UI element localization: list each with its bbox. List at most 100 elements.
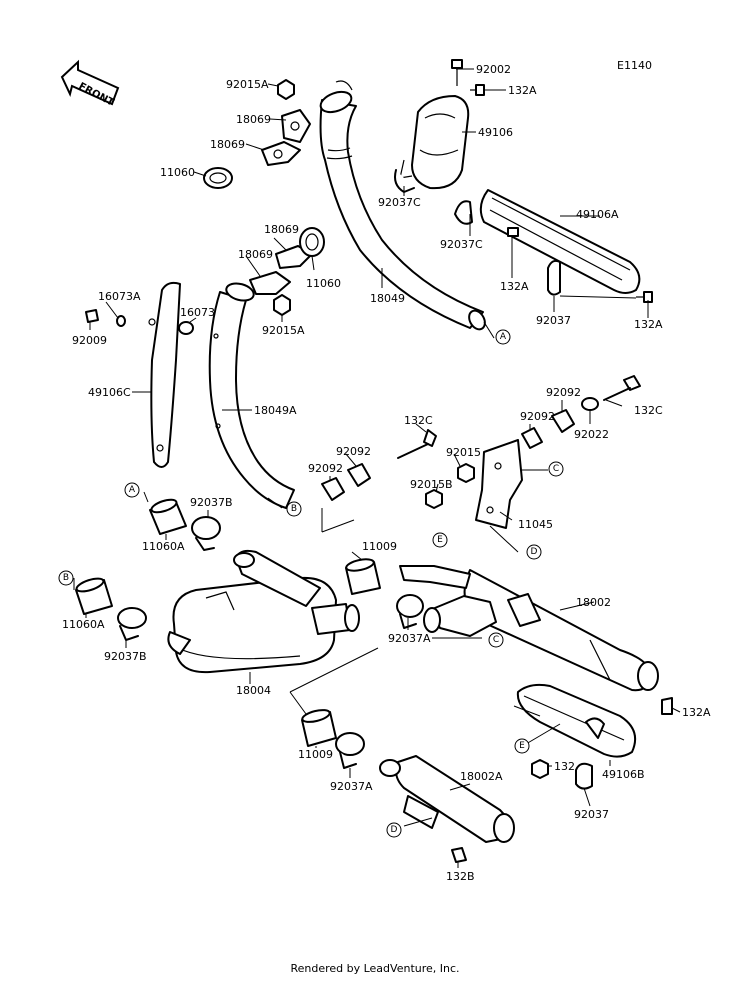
clamp-92037B-top: [191, 516, 221, 551]
nut-92015: [457, 463, 475, 483]
nut-132: [531, 759, 549, 779]
label-92092: 92092: [546, 386, 581, 399]
callout-C-bottom: C: [488, 632, 504, 648]
svg-text:C: C: [493, 635, 499, 645]
label-92015B: 92015B: [410, 478, 453, 491]
label-49106A: 49106A: [576, 208, 619, 221]
nut-92015A-top: [277, 79, 295, 100]
clamp-92037B-bottom: [117, 607, 147, 641]
label-92037: 92037: [574, 808, 609, 821]
bolt-92009: [85, 309, 99, 323]
gasket-11060-top: [203, 167, 233, 189]
flange-18069-d: [249, 271, 291, 295]
muffler-18002: [399, 565, 659, 692]
label-18069: 18069: [264, 223, 299, 236]
muffler-18002A: [379, 755, 515, 843]
label-92037: 92037: [536, 314, 571, 327]
bolt-132C-top: [603, 375, 641, 401]
svg-text:C: C: [553, 464, 559, 474]
svg-text:D: D: [531, 547, 538, 557]
part-labels: 92002 132A 49106 92037C 49106A 92037C 13…: [62, 63, 711, 883]
label-18002A: 18002A: [460, 770, 503, 783]
bolt-132C-mid: [397, 429, 437, 459]
label-92037C: 92037C: [440, 238, 483, 251]
label-18069: 18069: [210, 138, 245, 151]
sleeve-11060A-top: [149, 498, 187, 535]
label-49106B: 49106B: [602, 768, 645, 781]
bracket-11045: [475, 439, 523, 529]
callout-E-bottom: E: [514, 738, 530, 754]
label-16073: 16073: [180, 306, 215, 319]
washer-92022: [581, 397, 599, 411]
flange-18069-b: [261, 141, 301, 166]
label-132A: 132A: [508, 84, 537, 97]
label-11060: 11060: [160, 166, 195, 179]
svg-text:D: D: [391, 825, 398, 835]
grommet-16073: [178, 321, 194, 335]
callout-A-left: A: [124, 482, 140, 498]
label-92009: 92009: [72, 334, 107, 347]
label-92037B: 92037B: [104, 650, 147, 663]
leader-lines: [73, 68, 681, 868]
svg-text:A: A: [500, 332, 507, 342]
clamp-92037A-top: [396, 594, 424, 629]
label-49106: 49106: [478, 126, 513, 139]
label-92022: 92022: [574, 428, 609, 441]
label-18069: 18069: [236, 113, 271, 126]
bolt-132A-mid: [507, 227, 519, 237]
label-92037A: 92037A: [330, 780, 373, 793]
label-16073A: 16073A: [98, 290, 141, 303]
svg-text:B: B: [63, 573, 69, 583]
label-132C: 132C: [404, 414, 433, 427]
header-pipe-18049: [319, 80, 486, 331]
label-18004: 18004: [236, 684, 271, 697]
callout-D-right: D: [526, 544, 542, 560]
svg-text:E: E: [437, 535, 443, 545]
label-49106C: 49106C: [88, 386, 131, 399]
damper-92092-d: [321, 477, 345, 501]
bolt-132B: [451, 847, 467, 863]
nut-92015A-mid: [273, 294, 291, 316]
label-11060A: 11060A: [62, 618, 105, 631]
label-132: 132: [554, 760, 575, 773]
label-11060: 11060: [306, 277, 341, 290]
gasket-11060-mid: [299, 227, 325, 257]
svg-text:B: B: [291, 504, 297, 514]
label-11060A: 11060A: [142, 540, 185, 553]
label-18002: 18002: [576, 596, 611, 609]
label-132A: 132A: [682, 706, 711, 719]
bolt-132A-bottom: [661, 697, 673, 715]
heat-cover-49106: [399, 95, 470, 190]
label-18049: 18049: [370, 292, 405, 305]
label-92002: 92002: [476, 63, 511, 76]
front-arrow: FRONT: [60, 59, 120, 109]
callout-E-top: E: [432, 532, 448, 548]
muffler-18004: [167, 549, 360, 674]
washer-16073A: [116, 315, 126, 327]
bolt-132A-right: [636, 291, 653, 303]
label-92037A: 92037A: [388, 632, 431, 645]
sleeve-11060A-bottom: [75, 577, 113, 615]
sleeve-11009-top: [345, 558, 381, 595]
sleeve-11009-bottom: [301, 709, 337, 747]
svg-text:E: E: [519, 741, 525, 751]
label-11009: 11009: [362, 540, 397, 553]
svg-text:A: A: [129, 485, 136, 495]
bolt-132A-top: [470, 84, 485, 96]
damper-92092-a: [551, 409, 575, 433]
credit-text: Rendered by LeadVenture, Inc.: [290, 962, 460, 975]
bolt-92002: [451, 59, 463, 86]
figure-code: E1140: [617, 59, 652, 72]
damper-92092-c: [347, 463, 371, 487]
label-92037C: 92037C: [378, 196, 421, 209]
heat-cover-49106B: [516, 683, 636, 790]
callout-C-top: C: [548, 461, 564, 477]
damper-92092-b: [521, 427, 543, 449]
label-11045: 11045: [518, 518, 553, 531]
label-132A: 132A: [500, 280, 529, 293]
callout-B-left: B: [58, 570, 74, 586]
callout-B-right: B: [286, 501, 302, 517]
label-92015: 92015: [446, 446, 481, 459]
callout-D-bottom: D: [386, 822, 402, 838]
